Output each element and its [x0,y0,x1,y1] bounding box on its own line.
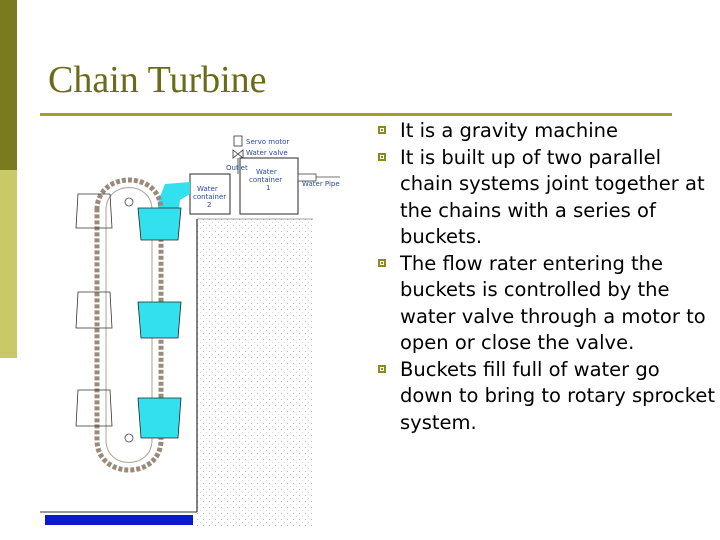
bullet-text: It is built up of two parallel chain sys… [400,145,705,249]
label-water-pipe: Water Pipe [302,180,340,188]
bucket-left-2 [75,291,113,329]
bullet-text: It is a gravity machine [400,119,619,142]
label-outlet: Outlet [226,164,248,172]
top-sprocket [124,197,134,207]
label-water-container-1-a: Water [256,168,277,176]
bucket-left-3 [75,389,113,427]
water-valve [232,149,244,159]
water-container-1 [239,157,299,215]
side-bar-dark [0,0,17,170]
bucket-right-1 [137,207,182,241]
title-rule [40,113,672,116]
bullet-item: Buckets fill full of water go down to br… [378,357,715,437]
bullet-marker-icon [378,152,386,161]
bullet-text: Buckets fill full of water go down to br… [400,357,715,434]
bullet-marker-icon [378,258,386,267]
bullet-text: The flow rater entering the buckets is c… [400,251,706,355]
servo-motor [233,135,243,147]
chain-turbine-diagram: Water container 2 Water container 1 Wate… [40,135,340,526]
label-water-container-2-a: Water [197,185,218,193]
bullet-item: It is a gravity machine [378,118,715,145]
bucket-right-3 [137,397,182,439]
bullet-item: It is built up of two parallel chain sys… [378,145,715,251]
bucket-left-1 [75,193,113,229]
label-water-valve: Water valve [246,149,288,157]
label-servo-motor: Servo motor [246,138,289,146]
bullet-list: It is a gravity machine It is built up o… [378,118,715,437]
label-water-container-1-b: container [249,176,282,184]
water-pipe [297,173,317,182]
label-water-container-2-b: container [193,193,226,201]
water-pool [45,515,193,525]
chain-loop [94,177,164,473]
slide-title: Chain Turbine [48,59,267,101]
bullet-item: The flow rater entering the buckets is c… [378,251,715,357]
side-bar-light [0,170,17,358]
bottom-sprocket [124,433,134,443]
bucket-right-2 [137,301,182,339]
bullet-marker-icon [378,126,386,134]
bullet-marker-icon [378,364,386,373]
label-water-container-1-c: 1 [266,184,270,192]
ground-block [197,219,313,526]
label-water-container-2-c: 2 [207,201,211,209]
